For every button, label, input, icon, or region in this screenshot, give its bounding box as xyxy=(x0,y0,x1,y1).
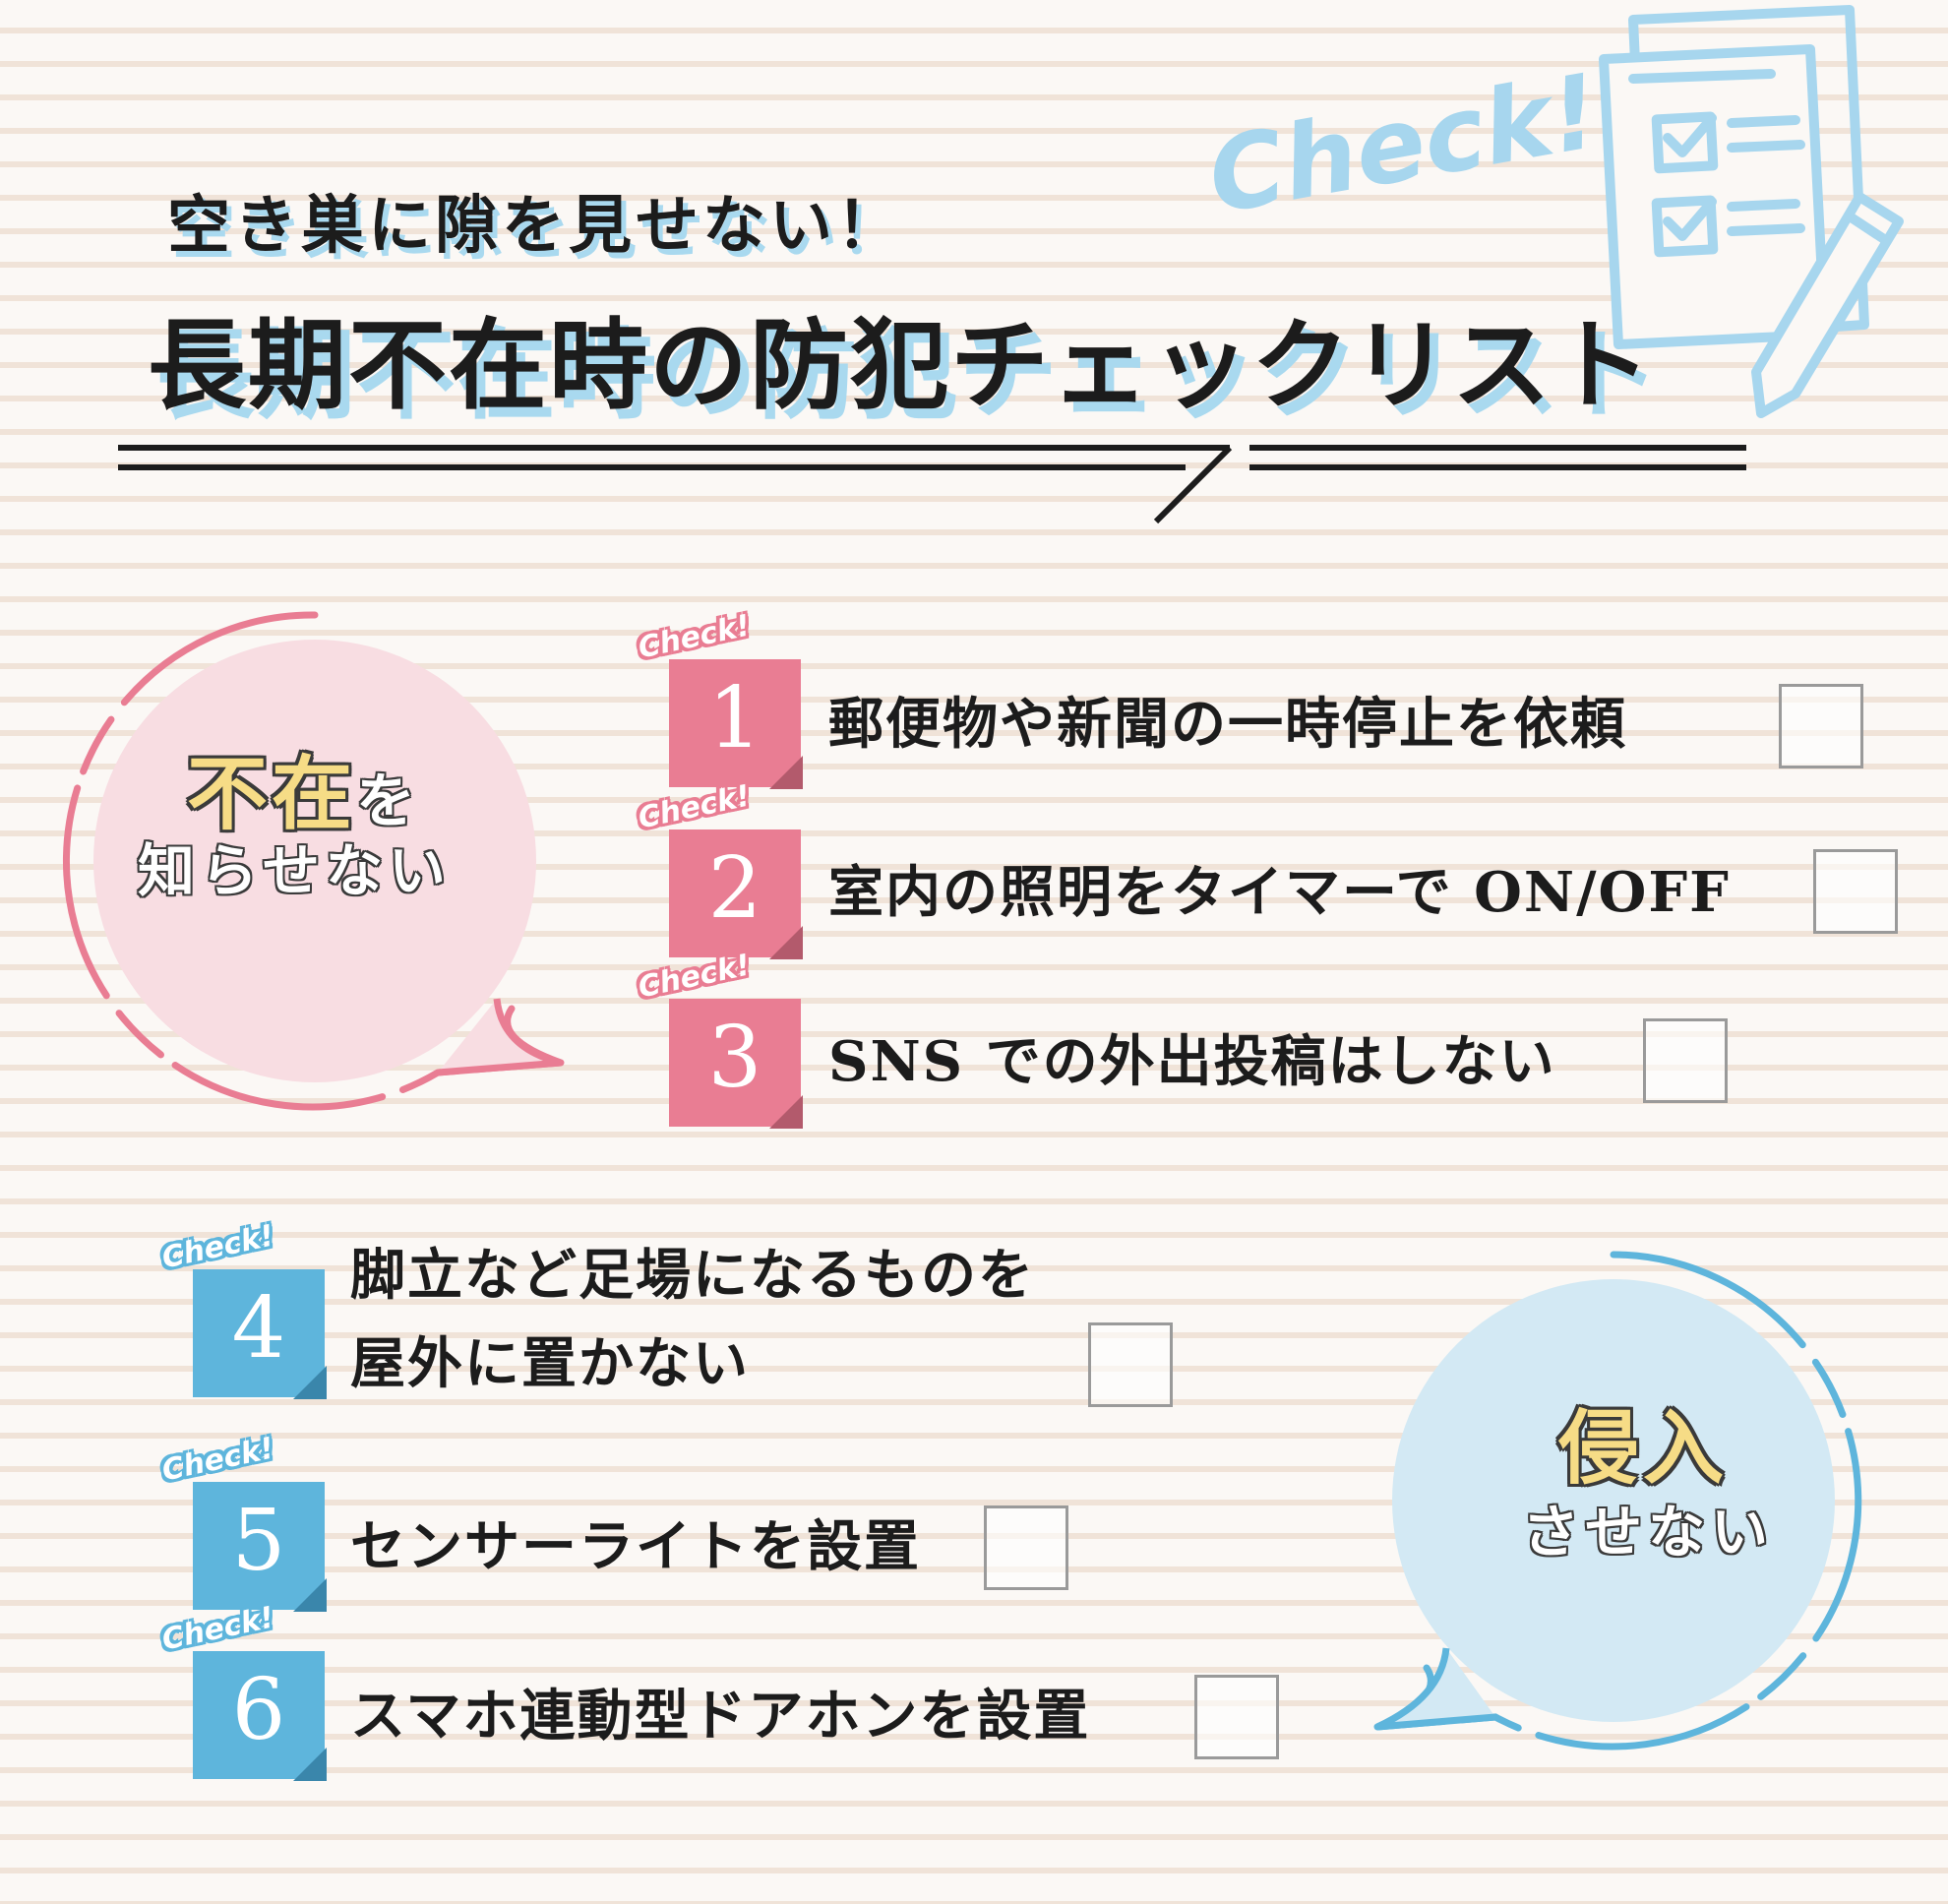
check-number: 4 xyxy=(231,1279,286,1378)
check-tag: Check! xyxy=(158,1431,277,1489)
blue-speech-bubble-icon xyxy=(1373,1251,1862,1750)
subtitle: 空き巣に隙を見せない！ xyxy=(167,189,903,263)
check-number: 6 xyxy=(231,1661,286,1759)
check-tag: Check! xyxy=(635,608,754,666)
checkbox[interactable] xyxy=(1643,1018,1728,1103)
checkbox[interactable] xyxy=(1813,849,1898,934)
check-badge: 2 Check! xyxy=(636,778,803,959)
check-decoration-text: Check! xyxy=(1199,50,1608,238)
item-label: スマホ連動型ドアホンを設置 xyxy=(350,1684,1091,1749)
checkbox[interactable] xyxy=(1194,1675,1279,1759)
bubble-absence-line1: 不在を xyxy=(187,728,502,845)
check-number: 5 xyxy=(231,1492,286,1590)
bubble-absence-line2: 知らせない xyxy=(138,837,452,904)
checkbox[interactable] xyxy=(1779,684,1863,768)
item-label: 郵便物や新聞の一時停止を依頼 xyxy=(828,692,1627,757)
check-badge: 5 Check! xyxy=(159,1431,327,1612)
bubble-intrusion xyxy=(1348,1235,1938,1806)
item-label: センサーライトを設置 xyxy=(350,1514,921,1579)
checkbox[interactable] xyxy=(984,1505,1068,1590)
clipboard-checklist-icon xyxy=(1599,5,1904,418)
check-number: 2 xyxy=(707,839,762,938)
check-badge: 1 Check! xyxy=(636,608,803,789)
check-tag: Check! xyxy=(635,778,754,836)
bubble-absence-keyword: 不在 xyxy=(187,748,357,841)
bubble-intrusion-line2: させない xyxy=(1521,1499,1774,1566)
check-badge: 6 Check! xyxy=(159,1600,327,1781)
check-badge: 4 Check! xyxy=(159,1218,327,1399)
item-label: SNS での外出投稿はしない xyxy=(828,1029,1556,1094)
item-label-line2: 屋外に置かない xyxy=(350,1331,750,1396)
check-badge: 3 Check! xyxy=(636,948,803,1129)
bubble-intrusion-line1: 侵入 xyxy=(1557,1402,1728,1496)
bubble-absence-particle: を xyxy=(356,768,422,836)
item-label-line1: 脚立など足場になるものを xyxy=(350,1243,1035,1308)
check-tag: Check! xyxy=(158,1218,277,1276)
pencil-icon xyxy=(1751,192,1904,418)
title-divider xyxy=(118,445,1746,524)
item-label: 室内の照明をタイマーで ON/OFF xyxy=(828,860,1731,925)
check-number: 1 xyxy=(707,669,762,768)
page-title: 長期不在時の防犯チェックリスト xyxy=(148,307,1653,423)
checkbox[interactable] xyxy=(1088,1322,1173,1407)
check-number: 3 xyxy=(707,1009,762,1107)
pink-speech-bubble-icon xyxy=(62,611,565,1111)
bubble-absence xyxy=(49,576,639,1146)
